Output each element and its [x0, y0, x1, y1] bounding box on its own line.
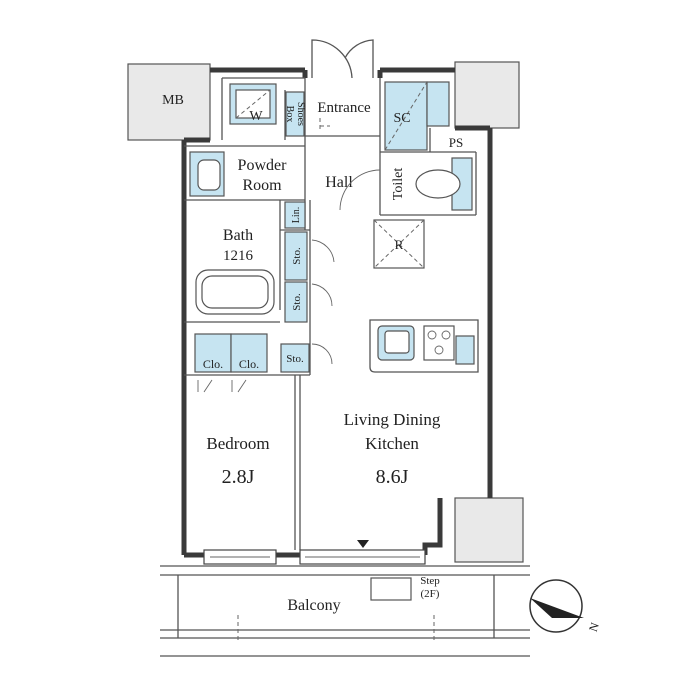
step-box — [370, 577, 412, 601]
room-label-sc: SC — [393, 111, 410, 126]
pillar-top-right — [454, 61, 520, 129]
linen-closet — [284, 201, 306, 229]
main-entrance-marker — [357, 540, 369, 548]
room-label-ldk: Living Dining — [344, 410, 441, 429]
room-label-bath: Bath — [223, 227, 253, 244]
step-label-floor: (2F) — [421, 588, 440, 600]
range-hood — [455, 335, 475, 365]
room-label-sto-3: Sto. — [286, 353, 304, 365]
balcony — [160, 565, 530, 657]
toilet-bowl — [415, 169, 461, 199]
room-label-entrance: Entrance — [317, 100, 371, 116]
room-label-room: Room — [242, 177, 282, 194]
cooktop — [423, 325, 455, 361]
compass-label: N — [586, 620, 602, 633]
storage-2 — [284, 281, 308, 323]
room-label-ps: PS — [449, 135, 463, 150]
compass-needle-icon — [530, 598, 584, 618]
kitchen-sink-basin — [384, 330, 410, 354]
closet-1 — [194, 333, 232, 373]
closet-2 — [230, 333, 268, 373]
room-label-sto-2: Sto. — [291, 293, 303, 311]
room-label-ldk-size: 8.6J — [376, 466, 409, 488]
room-label-kitchen: Kitchen — [365, 434, 419, 453]
mb-shaft — [127, 63, 211, 141]
compass: N — [529, 579, 602, 633]
room-label-w: W — [249, 109, 263, 124]
room-label-clo-1: Clo. — [203, 357, 223, 371]
room-label-sto-1: Sto. — [291, 247, 303, 265]
room-label-bath-size: 1216 — [223, 248, 254, 264]
entrance-door — [311, 39, 374, 79]
room-label-clo-2: Clo. — [239, 357, 259, 371]
room-label-bedroom-size: 2.8J — [222, 466, 255, 488]
exterior-walls — [181, 67, 493, 558]
step-label: Step — [420, 575, 440, 587]
room-label-r: R — [395, 237, 404, 252]
room-label-shoes: Shoes — [295, 102, 306, 126]
room-label-mb: MB — [162, 93, 184, 108]
room-label-bedroom: Bedroom — [206, 434, 269, 453]
sc-shelf — [426, 81, 450, 127]
storage-3 — [280, 343, 310, 373]
storage-1 — [284, 231, 308, 281]
room-label-toilet: Toilet — [391, 168, 406, 201]
room-label-box: Box — [284, 106, 295, 123]
room-label-lin: Lin. — [291, 207, 302, 223]
bathtub-inner — [201, 275, 269, 309]
room-label-hall: Hall — [325, 174, 353, 191]
window-sash — [203, 549, 426, 565]
pillar-bottom-right — [454, 497, 524, 563]
vanity-basin — [197, 159, 221, 191]
shoes-box — [285, 91, 305, 137]
room-label-powder: Powder — [238, 157, 288, 174]
room-label-balcony: Balcony — [287, 597, 340, 614]
